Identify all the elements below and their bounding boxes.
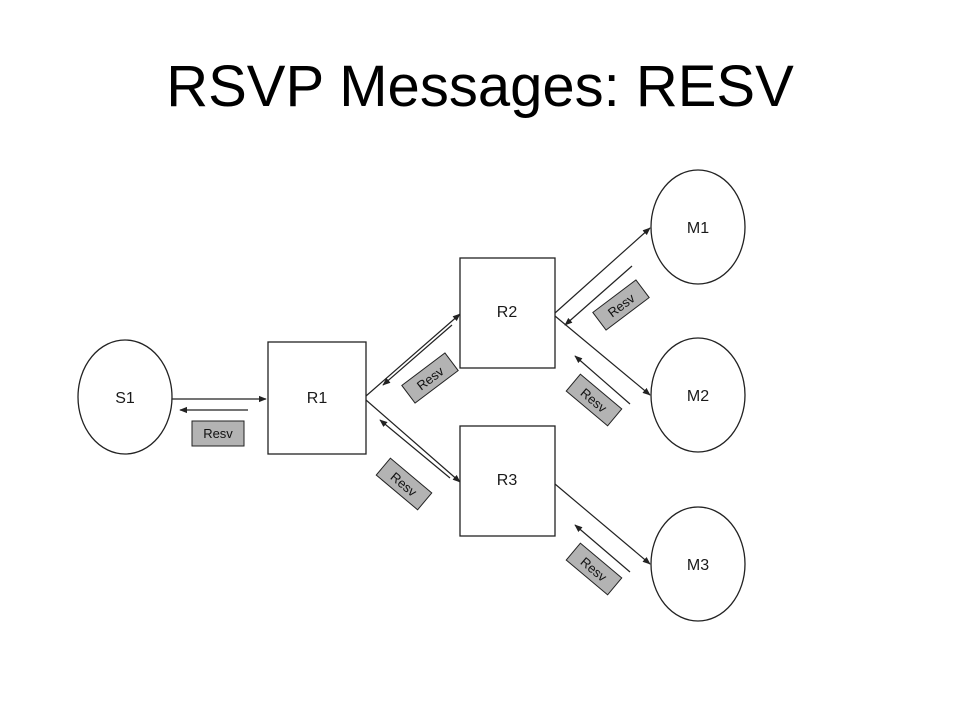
link-r3-m3 (554, 483, 651, 565)
link-r1-r3 (365, 399, 461, 483)
resv-arrow-m1-r2 (564, 265, 633, 326)
svg-text:M3: M3 (687, 557, 709, 574)
resv-arrow-r2-r1 (382, 324, 453, 386)
svg-text:R2: R2 (497, 304, 518, 321)
node-s1: S1 (77, 339, 173, 455)
resv-arrow-m3-r3 (574, 524, 631, 573)
resv-tag-r2-m1: Resv (592, 279, 650, 331)
svg-text:R3: R3 (497, 472, 518, 489)
node-m1: M1 (650, 169, 746, 285)
link-r2-m1 (554, 227, 651, 314)
resv-tag-r1-r3: Resv (375, 457, 433, 511)
resv-tag-r1-r2: Resv (401, 352, 459, 404)
svg-text:Resv: Resv (203, 426, 233, 441)
resv-tag-r3-m3: Resv (565, 542, 623, 596)
link-r1-r2 (365, 313, 461, 397)
svg-text:R1: R1 (307, 390, 328, 407)
node-r1: R1 (267, 341, 367, 455)
resv-arrow-m2-r2 (574, 355, 631, 405)
svg-text:M1: M1 (687, 220, 709, 237)
link-r2-m2 (554, 315, 651, 396)
svg-text:S1: S1 (115, 390, 135, 407)
node-r3: R3 (459, 425, 556, 537)
resv-tag-r2-m2: Resv (565, 373, 623, 427)
node-m2: M2 (650, 337, 746, 453)
resv-tag-s1: Resv (191, 420, 245, 447)
svg-text:M2: M2 (687, 388, 709, 405)
node-m3: M3 (650, 506, 746, 622)
node-r2: R2 (459, 257, 556, 369)
page-title: RSVP Messages: RESV (166, 54, 794, 119)
resv-arrow-r3-r1 (379, 419, 451, 479)
